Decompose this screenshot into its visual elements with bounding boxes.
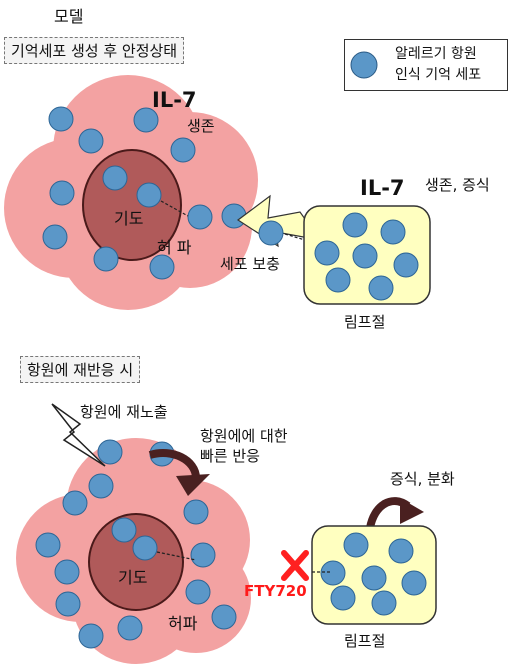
legend: 알레르기 항원 인식 기억 세포 (344, 39, 508, 91)
lung-label-bottom: 허파 (168, 614, 198, 633)
proliferation-arrowhead (400, 498, 424, 524)
airway-label-bottom: 기도 (118, 568, 148, 587)
rapid-response-arrowhead (176, 474, 210, 496)
proliferation-differentiation-label: 증식, 분화 (390, 470, 455, 488)
legend-line-1: 알레르기 항원 (395, 46, 477, 62)
section-label-rechallenge: 항원에 재반응 시 (20, 356, 141, 383)
survival-label: 생존 (187, 117, 215, 135)
legend-cell-icon (350, 51, 378, 79)
rapid-response-line-2: 빠른 반응 (200, 447, 260, 465)
memory-cells-lymph-top (314, 212, 419, 301)
page-title: 모델 (54, 7, 84, 26)
memory-cells-lung-top (42, 106, 247, 280)
rapid-response-curve-arrow (148, 449, 200, 479)
replenish-label: 세포 보충 (220, 255, 280, 273)
lymph-node-label-bottom: 림프절 (344, 632, 386, 650)
survival-proliferation-label: 생존, 증식 (425, 176, 490, 194)
drug-label: FTY720 (244, 582, 307, 600)
block-x-icon (281, 550, 309, 581)
lymph-node-label-top: 림프절 (344, 313, 386, 331)
legend-line-2: 인식 기억 세포 (395, 67, 482, 83)
replenish-cell (258, 220, 284, 246)
airway-bottom (88, 513, 184, 611)
migration-line-bottom (156, 551, 197, 561)
il7-lymph-label: IL-7 (360, 176, 405, 200)
memory-cells-lung-bottom (35, 439, 237, 649)
il7-lung-label: IL-7 (152, 88, 197, 112)
lung-label-top: 허 파 (157, 238, 192, 257)
section-label-steady-state: 기억세포 생성 후 안정상태 (4, 37, 185, 64)
rapid-response-line-1: 항원에에 대한 (200, 427, 288, 445)
airway-label-top: 기도 (114, 209, 144, 228)
migration-line-top (160, 200, 189, 217)
migration-line-lymph-top (284, 233, 319, 245)
reexposure-label: 항원에 재노출 (80, 403, 168, 421)
memory-cells-lymph-bottom (320, 532, 427, 616)
lightning-bolt-icon (51, 403, 106, 467)
